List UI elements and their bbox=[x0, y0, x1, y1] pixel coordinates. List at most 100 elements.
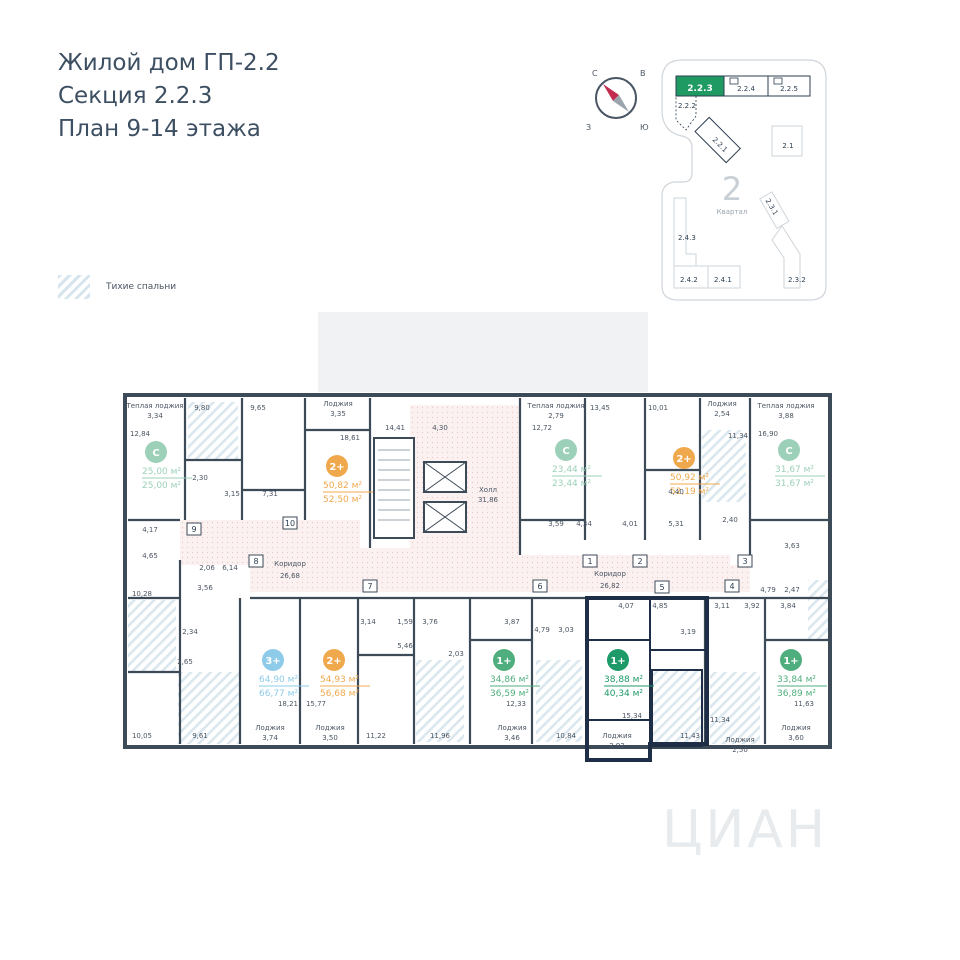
building-title: Жилой дом ГП-2.2 bbox=[58, 50, 280, 76]
floor-title: План 9-14 этажа bbox=[58, 116, 261, 142]
room-label: 6,14 bbox=[222, 564, 238, 572]
apartment-door[interactable]: 5 bbox=[654, 580, 670, 594]
door-number: 4 bbox=[729, 582, 734, 591]
room-label: 2,30 bbox=[192, 474, 208, 482]
compass-east: В bbox=[640, 69, 646, 78]
site-section-label: 2.4.3 bbox=[678, 234, 696, 242]
room-label: 3,87 bbox=[504, 618, 520, 626]
room-label: 16,90 bbox=[758, 430, 778, 438]
room-label: 3,59 bbox=[548, 520, 564, 528]
room-label: 3,84 bbox=[780, 602, 796, 610]
badge-circle bbox=[493, 649, 515, 671]
area-total: 66,77 м² bbox=[259, 689, 298, 699]
badge-circle bbox=[607, 649, 629, 671]
site-section-label: 2.3.2 bbox=[788, 276, 806, 284]
apartment-door[interactable]: 3 bbox=[737, 554, 753, 568]
watermark: ЦИАН bbox=[662, 800, 828, 860]
room-label: Коридор bbox=[594, 570, 626, 578]
staircase bbox=[373, 437, 415, 539]
section-title: Секция 2.2.3 bbox=[58, 83, 213, 109]
room-label: 26,68 bbox=[280, 572, 300, 580]
room-label: 4,01 bbox=[622, 520, 638, 528]
room-label: Лоджия bbox=[725, 736, 754, 744]
apartment-door[interactable]: 1 bbox=[582, 554, 598, 568]
room-label: Лоджия bbox=[255, 724, 284, 732]
badge-type: С bbox=[562, 446, 569, 457]
room-label: Лоджия bbox=[315, 724, 344, 732]
room-label: 2,92 bbox=[609, 742, 625, 750]
room-label: 2,06 bbox=[199, 564, 215, 572]
room-label: 12,72 bbox=[532, 424, 552, 432]
room-label: 9,65 bbox=[250, 404, 266, 412]
room-label: 10,28 bbox=[132, 590, 152, 598]
area-total: 25,00 м² bbox=[142, 481, 181, 491]
apartment-door[interactable]: 4 bbox=[724, 579, 740, 593]
block-number: 2 bbox=[722, 170, 742, 208]
door-number: 3 bbox=[742, 557, 747, 566]
apartment-door[interactable]: 10 bbox=[282, 516, 298, 530]
apartment-door[interactable]: 8 bbox=[248, 554, 264, 568]
room-label: 12,84 bbox=[130, 430, 151, 438]
badge-type: 2+ bbox=[329, 462, 344, 473]
room-label: 3,46 bbox=[504, 734, 520, 742]
site-section-label: 2.2.2 bbox=[678, 102, 696, 110]
room-label: Теплая лоджия bbox=[526, 402, 584, 410]
badge-circle bbox=[323, 649, 345, 671]
interior-walls bbox=[128, 398, 830, 744]
area-living: 38,88 м² bbox=[604, 675, 643, 685]
area-living: 50,82 м² bbox=[323, 481, 362, 491]
compass-icon: С В Ю З bbox=[586, 69, 649, 132]
door-box bbox=[362, 579, 378, 593]
area-total: 52,19 м² bbox=[670, 487, 709, 497]
compass-south: Ю bbox=[640, 123, 649, 132]
room-label: 5,46 bbox=[397, 642, 413, 650]
room-label: 11,34 bbox=[728, 432, 749, 440]
door-number: 8 bbox=[253, 557, 258, 566]
site-section-label: 2.2.5 bbox=[780, 85, 798, 93]
room-label: Лоджия bbox=[781, 724, 810, 732]
apartment-door[interactable]: 6 bbox=[532, 579, 548, 593]
room-label: 18,61 bbox=[340, 434, 360, 442]
badge-circle bbox=[326, 455, 348, 477]
entrance-zone bbox=[318, 312, 648, 392]
room-label: Лоджия bbox=[707, 400, 736, 408]
site-section-label: 2.1 bbox=[782, 142, 793, 150]
elevator-icon bbox=[423, 461, 467, 533]
room-label: 9,61 bbox=[192, 732, 208, 740]
badge-type: 1+ bbox=[496, 656, 511, 667]
room-label: 3,74 bbox=[262, 734, 278, 742]
apartment-badge[interactable]: 2+ 50,82 м² 52,50 м² bbox=[323, 455, 373, 505]
badge-type: 1+ bbox=[783, 656, 798, 667]
door-number: 9 bbox=[191, 525, 196, 534]
apartment-door[interactable]: 2 bbox=[632, 554, 648, 568]
badge-circle bbox=[673, 447, 695, 469]
site-section-label: 2.2.4 bbox=[737, 85, 755, 93]
room-label: 2,47 bbox=[784, 586, 800, 594]
area-total: 52,50 м² bbox=[323, 495, 362, 505]
room-label: 4,85 bbox=[652, 602, 668, 610]
room-label: 4,79 bbox=[534, 626, 550, 634]
area-living: 33,84 м² bbox=[777, 675, 816, 685]
corridor bbox=[180, 520, 750, 592]
room-label: 3,63 bbox=[784, 542, 800, 550]
apartment-door[interactable]: 9 bbox=[186, 522, 202, 536]
apartment-door[interactable]: 7 bbox=[362, 579, 378, 593]
area-total: 31,67 м² bbox=[775, 479, 814, 489]
room-label: 2,40 bbox=[722, 516, 738, 524]
room-label: 1,59 bbox=[397, 618, 413, 626]
room-label: 4,40 bbox=[668, 488, 684, 496]
room-label: 2,03 bbox=[448, 650, 464, 658]
room-label: 5,31 bbox=[668, 520, 684, 528]
room-label: 15,34 bbox=[622, 712, 643, 720]
site-section-label: 2.4.1 bbox=[714, 276, 732, 284]
badge-type: 3+ bbox=[265, 656, 280, 667]
